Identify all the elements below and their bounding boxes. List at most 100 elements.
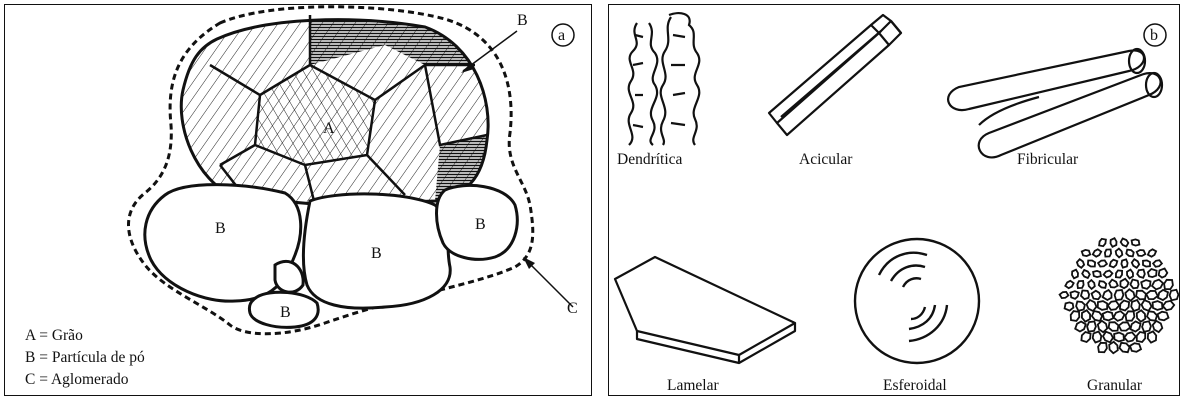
granule bbox=[1131, 300, 1140, 311]
granule bbox=[1071, 311, 1080, 321]
granule bbox=[1146, 291, 1157, 299]
label-particle-3: B bbox=[475, 216, 486, 233]
caption-dendritic: Dendrítica bbox=[617, 151, 682, 169]
granule bbox=[1137, 250, 1146, 256]
legend-item-agglomerate: C = Aglomerado bbox=[25, 369, 145, 391]
granule bbox=[1143, 260, 1150, 266]
label-particle-1: B bbox=[215, 220, 226, 237]
granule bbox=[1114, 311, 1125, 321]
granule bbox=[1071, 291, 1079, 299]
granule bbox=[1121, 239, 1129, 247]
label-grain: A bbox=[323, 120, 335, 137]
granule bbox=[1087, 300, 1097, 311]
granule bbox=[1159, 269, 1168, 278]
granule bbox=[1124, 332, 1135, 341]
granule bbox=[1093, 332, 1102, 343]
granule bbox=[1103, 312, 1114, 321]
granule bbox=[1121, 259, 1127, 267]
granule bbox=[1109, 322, 1119, 331]
granule bbox=[1110, 260, 1118, 268]
caption-acicular: Acicular bbox=[799, 151, 852, 169]
granule bbox=[1164, 280, 1173, 289]
granule bbox=[1076, 302, 1085, 311]
granule bbox=[1148, 269, 1157, 277]
granule bbox=[1147, 311, 1157, 320]
granule bbox=[1077, 259, 1084, 268]
granule bbox=[1158, 290, 1168, 300]
granule bbox=[1153, 301, 1163, 310]
granular-particle-icon bbox=[1060, 238, 1179, 353]
granule bbox=[1158, 312, 1169, 321]
particle-shapes-diagram: b bbox=[609, 5, 1181, 397]
granule bbox=[1141, 280, 1150, 289]
granule bbox=[1075, 322, 1086, 332]
granule bbox=[1104, 271, 1113, 278]
granule bbox=[1142, 300, 1152, 311]
panel-a-legend: A = Grão B = Partícula de pó C = Aglomer… bbox=[25, 325, 145, 391]
granule bbox=[1131, 321, 1141, 331]
panel-a-badge-letter: a bbox=[558, 27, 565, 44]
granule bbox=[1082, 310, 1090, 321]
granule bbox=[1087, 322, 1096, 332]
granule bbox=[1114, 333, 1124, 342]
granule bbox=[1120, 301, 1129, 311]
granule bbox=[1065, 302, 1074, 310]
granule bbox=[1105, 249, 1111, 256]
caption-fibrous: Fibricular bbox=[1017, 151, 1078, 169]
granule bbox=[1132, 259, 1139, 268]
panel-b-badge-letter: b bbox=[1150, 27, 1158, 44]
granule bbox=[1065, 281, 1073, 288]
granule bbox=[1120, 343, 1130, 352]
granule bbox=[1132, 239, 1140, 245]
label-agglomerate: C bbox=[567, 300, 578, 317]
granule bbox=[1137, 310, 1146, 321]
granule bbox=[1152, 280, 1163, 290]
caption-lamellar: Lamelar bbox=[667, 377, 719, 395]
granule bbox=[1081, 291, 1089, 300]
granule bbox=[1130, 343, 1141, 352]
granule bbox=[1170, 290, 1179, 300]
label-particle-pointer: B bbox=[517, 12, 528, 29]
granule bbox=[1116, 249, 1123, 258]
panel-b-particle-shapes: b Dendrítica Acicular Fibricular Lamelar… bbox=[608, 4, 1180, 396]
granule bbox=[1153, 260, 1162, 267]
granule bbox=[1082, 270, 1090, 278]
granule bbox=[1082, 250, 1090, 256]
granule bbox=[1099, 281, 1106, 288]
granule bbox=[1120, 279, 1128, 288]
granule bbox=[1148, 249, 1156, 256]
granule bbox=[1103, 332, 1113, 343]
granule bbox=[1092, 311, 1102, 321]
granule bbox=[1127, 270, 1133, 279]
granule bbox=[1148, 331, 1156, 342]
powder-particles bbox=[145, 185, 517, 328]
granule bbox=[1098, 343, 1107, 352]
granule bbox=[1142, 321, 1151, 331]
granule bbox=[1092, 291, 1101, 300]
granule bbox=[1115, 290, 1124, 300]
granule bbox=[1081, 332, 1090, 342]
granule bbox=[1109, 280, 1118, 288]
granule bbox=[1163, 301, 1174, 310]
granule bbox=[1137, 332, 1145, 342]
caption-spheroidal: Esferoidal bbox=[883, 377, 947, 395]
granule bbox=[1130, 280, 1138, 289]
granule bbox=[1137, 270, 1145, 278]
pointer-agglomerate bbox=[525, 259, 573, 307]
granule bbox=[1099, 239, 1106, 246]
fibrous-particle-icon bbox=[948, 49, 1162, 157]
granule bbox=[1125, 289, 1134, 300]
granule bbox=[1109, 342, 1118, 353]
granule bbox=[1103, 290, 1112, 300]
granule bbox=[1093, 271, 1101, 277]
granule bbox=[1126, 311, 1135, 320]
granule bbox=[1136, 291, 1146, 300]
label-particle-2: B bbox=[371, 245, 382, 262]
granule bbox=[1108, 301, 1119, 310]
acicular-particle-icon bbox=[769, 15, 901, 135]
granule bbox=[1119, 322, 1130, 330]
granule bbox=[1098, 301, 1107, 310]
granule bbox=[1072, 270, 1078, 279]
granule bbox=[1098, 321, 1107, 332]
lamellar-particle-icon bbox=[615, 257, 795, 363]
